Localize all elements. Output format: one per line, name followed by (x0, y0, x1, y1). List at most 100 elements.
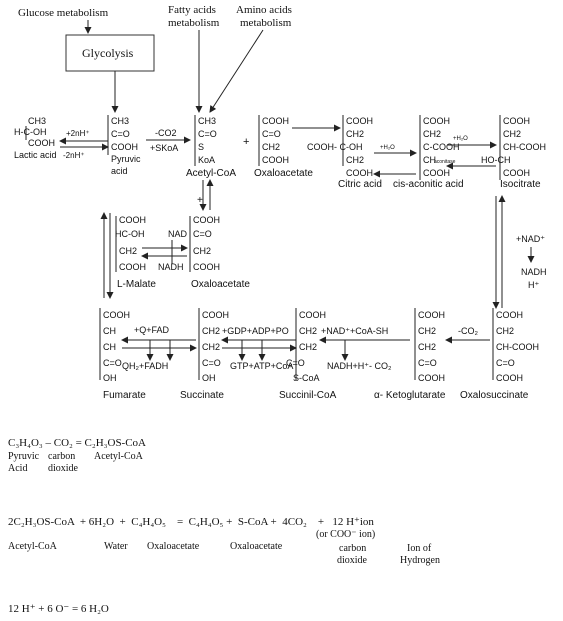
fumarate-line-1: COOH (103, 310, 130, 320)
to-pyruvate-label: +2nH⁺ (66, 129, 90, 138)
succinate-line-3: CH2 (202, 342, 220, 352)
plus-sign-row2: + (197, 195, 203, 206)
acetyl-line-2: C=O (198, 129, 217, 139)
nadh-co2-label: NADH+H⁺- CO₂ (327, 361, 392, 371)
citric-line-5: COOH (346, 168, 373, 178)
malate-line-2: HC-OH (115, 229, 145, 239)
succinate-line-5: OH (202, 373, 216, 383)
succinyl-line-5: S-CoA (293, 373, 320, 383)
ketoglut-label: α- Ketoglutarate (374, 390, 446, 401)
citric-line-4: CH2 (346, 155, 364, 165)
nad-plus-right-label: +NAD⁺ (516, 234, 545, 244)
eq2-hydrogen-label: Hydrogen (400, 555, 440, 566)
lactic-line-3: COOH (28, 138, 55, 148)
cisaconitic-line-1: COOH (423, 116, 450, 126)
succinate-line-1: COOH (202, 310, 229, 320)
nadh-right-label: NADH (521, 267, 547, 277)
oxalosucc-line-1: COOH (496, 310, 523, 320)
succinyl-line-2: CH2 (299, 326, 317, 336)
succinate-line-2: CH2 (202, 326, 220, 336)
co2-label: -CO2 (155, 128, 177, 138)
isocitrate-line-3: CH-COOH (503, 142, 546, 152)
eq1-dioxide-label: dioxide (48, 463, 79, 474)
fad-label: +Q+FAD (134, 325, 170, 335)
isocitrate-line-1: COOH (503, 116, 530, 126)
oxalo2-line-2: C=O (193, 229, 212, 239)
isocitrate-line-2: CH2 (503, 129, 521, 139)
pyruvic-line-3: COOH (111, 142, 138, 152)
equation-2: 2C₂H₃OS-CoA + 6H₂O + C₄H₄O₅ = C₄H₄O₅ + S… (8, 516, 374, 528)
cisaconitic-line-5: COOH (423, 168, 450, 178)
citric-line-3: COOH- C-OH (307, 142, 363, 152)
oxalo-line-2: C=O (262, 129, 281, 139)
pyruvic-line-1: CH3 (111, 116, 129, 126)
plus-sign-row1: + (243, 136, 249, 148)
oxalo2-line-4: COOH (193, 262, 220, 272)
h2o-label-2: +H₂O (453, 136, 468, 142)
glucose-metabolism-label: Glucose metabolism (18, 7, 109, 19)
eq2-dioxide-label: dioxide (337, 555, 368, 566)
isocitrate-line-4: HO-CH (481, 155, 511, 165)
ketoglut-line-5: COOH (418, 373, 445, 383)
lactic-label: Lactic acid (14, 150, 57, 160)
nad-label: NAD (168, 229, 188, 239)
malate-line-3: CH2 (119, 246, 137, 256)
skoa-label: +SKoA (150, 143, 178, 153)
malate-line-4: COOH (119, 262, 146, 272)
eq2-oxalo-label-1: Oxaloacetate (147, 541, 200, 552)
fatty-acids-label: Fatty acids (168, 4, 216, 16)
ketoglut-line-4: C=O (418, 358, 437, 368)
gtp-label: GTP+ATP+CoA (230, 361, 293, 371)
acetyl-label: Acetyl-CoA (186, 168, 236, 179)
lactic-line-2: H-C-OH (14, 127, 47, 137)
eq2-water-label: Water (104, 541, 128, 552)
pyruvic-label-2: acid (111, 166, 128, 176)
ketoglut-line-2: CH2 (418, 326, 436, 336)
succinyl-label: Succinil-CoA (279, 390, 337, 401)
acetyl-line-1: CH3 (198, 116, 216, 126)
nad-coa-label: +NAD⁺+CoA-SH (321, 326, 388, 336)
citric-line-1: COOH (346, 116, 373, 126)
isocitrate-line-5: COOH (503, 168, 530, 178)
pyruvic-label-1: Pyruvic (111, 154, 141, 164)
glycolysis-box (65, 34, 155, 72)
amino-acids-arrow (209, 29, 264, 113)
fadh-label: QH₂+FADH (122, 361, 168, 371)
succinyl-line-1: COOH (299, 310, 326, 320)
oxalosucc-line-4: C=O (496, 358, 515, 368)
gdp-label: +GDP+ADP+PO (222, 326, 289, 336)
oxalosucc-label: Oxalosuccinate (460, 390, 529, 401)
citric-line-2: CH2 (346, 129, 364, 139)
malate-line-1: COOH (119, 215, 146, 225)
oxalo2-label: Oxaloacetate (191, 279, 250, 290)
nadh-label: NADH (158, 262, 184, 272)
succinyl-line-3: CH2 (299, 342, 317, 352)
succinate-label: Succinate (180, 390, 224, 401)
oxalo-line-1: COOH (262, 116, 289, 126)
acetyl-line-3: S (198, 142, 204, 152)
cisaconitic-label: cis-aconitic acid (393, 179, 464, 190)
eq2-sub-label: (or COO⁻ ion) (316, 529, 375, 540)
h2o-label-1: +H₂O (380, 145, 395, 151)
eq2-oxalo-label-2: Oxaloacetate (230, 541, 283, 552)
oxalosucc-line-2: CH2 (496, 326, 514, 336)
succinate-line-4: C=O (202, 358, 221, 368)
fatty-acids-metabolism-label: metabolism (168, 17, 220, 29)
co2-row3-label: -CO₂ (458, 326, 478, 336)
eq1-carbon-label: carbon (48, 451, 75, 462)
cisaconitic-line-4: CH (423, 155, 436, 165)
fumarate-label: Fumarate (103, 390, 146, 401)
amino-acids-metabolism-label: metabolism (240, 17, 292, 29)
eq1-acetyl-label: Acetyl-CoA (94, 451, 144, 462)
fumarate-line-4: C=O (103, 358, 122, 368)
eq2-carbon-label: carbon (339, 543, 366, 554)
citric-label: Citric acid (338, 179, 382, 190)
eq2-ion-label: Ion of (407, 543, 432, 554)
oxalo-line-3: CH2 (262, 142, 280, 152)
cisaconitic-line-3: C-COOH (423, 142, 460, 152)
h-plus-right-label: H⁺ (528, 280, 539, 290)
malate-label: L-Malate (117, 279, 156, 290)
lactic-line-1: CH3 (28, 116, 46, 126)
ketoglut-line-3: CH2 (418, 342, 436, 352)
